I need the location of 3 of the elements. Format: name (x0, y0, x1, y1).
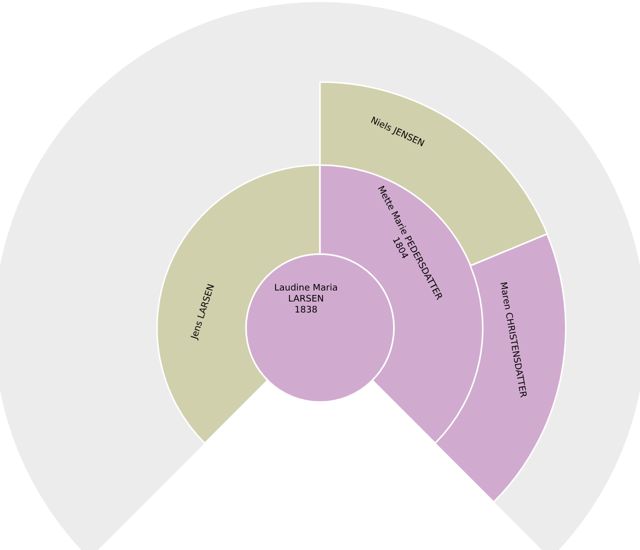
birth-year: 1838 (294, 306, 318, 316)
person-name: Laudine Maria LARSEN (273, 284, 339, 306)
person-circle (245, 253, 395, 403)
